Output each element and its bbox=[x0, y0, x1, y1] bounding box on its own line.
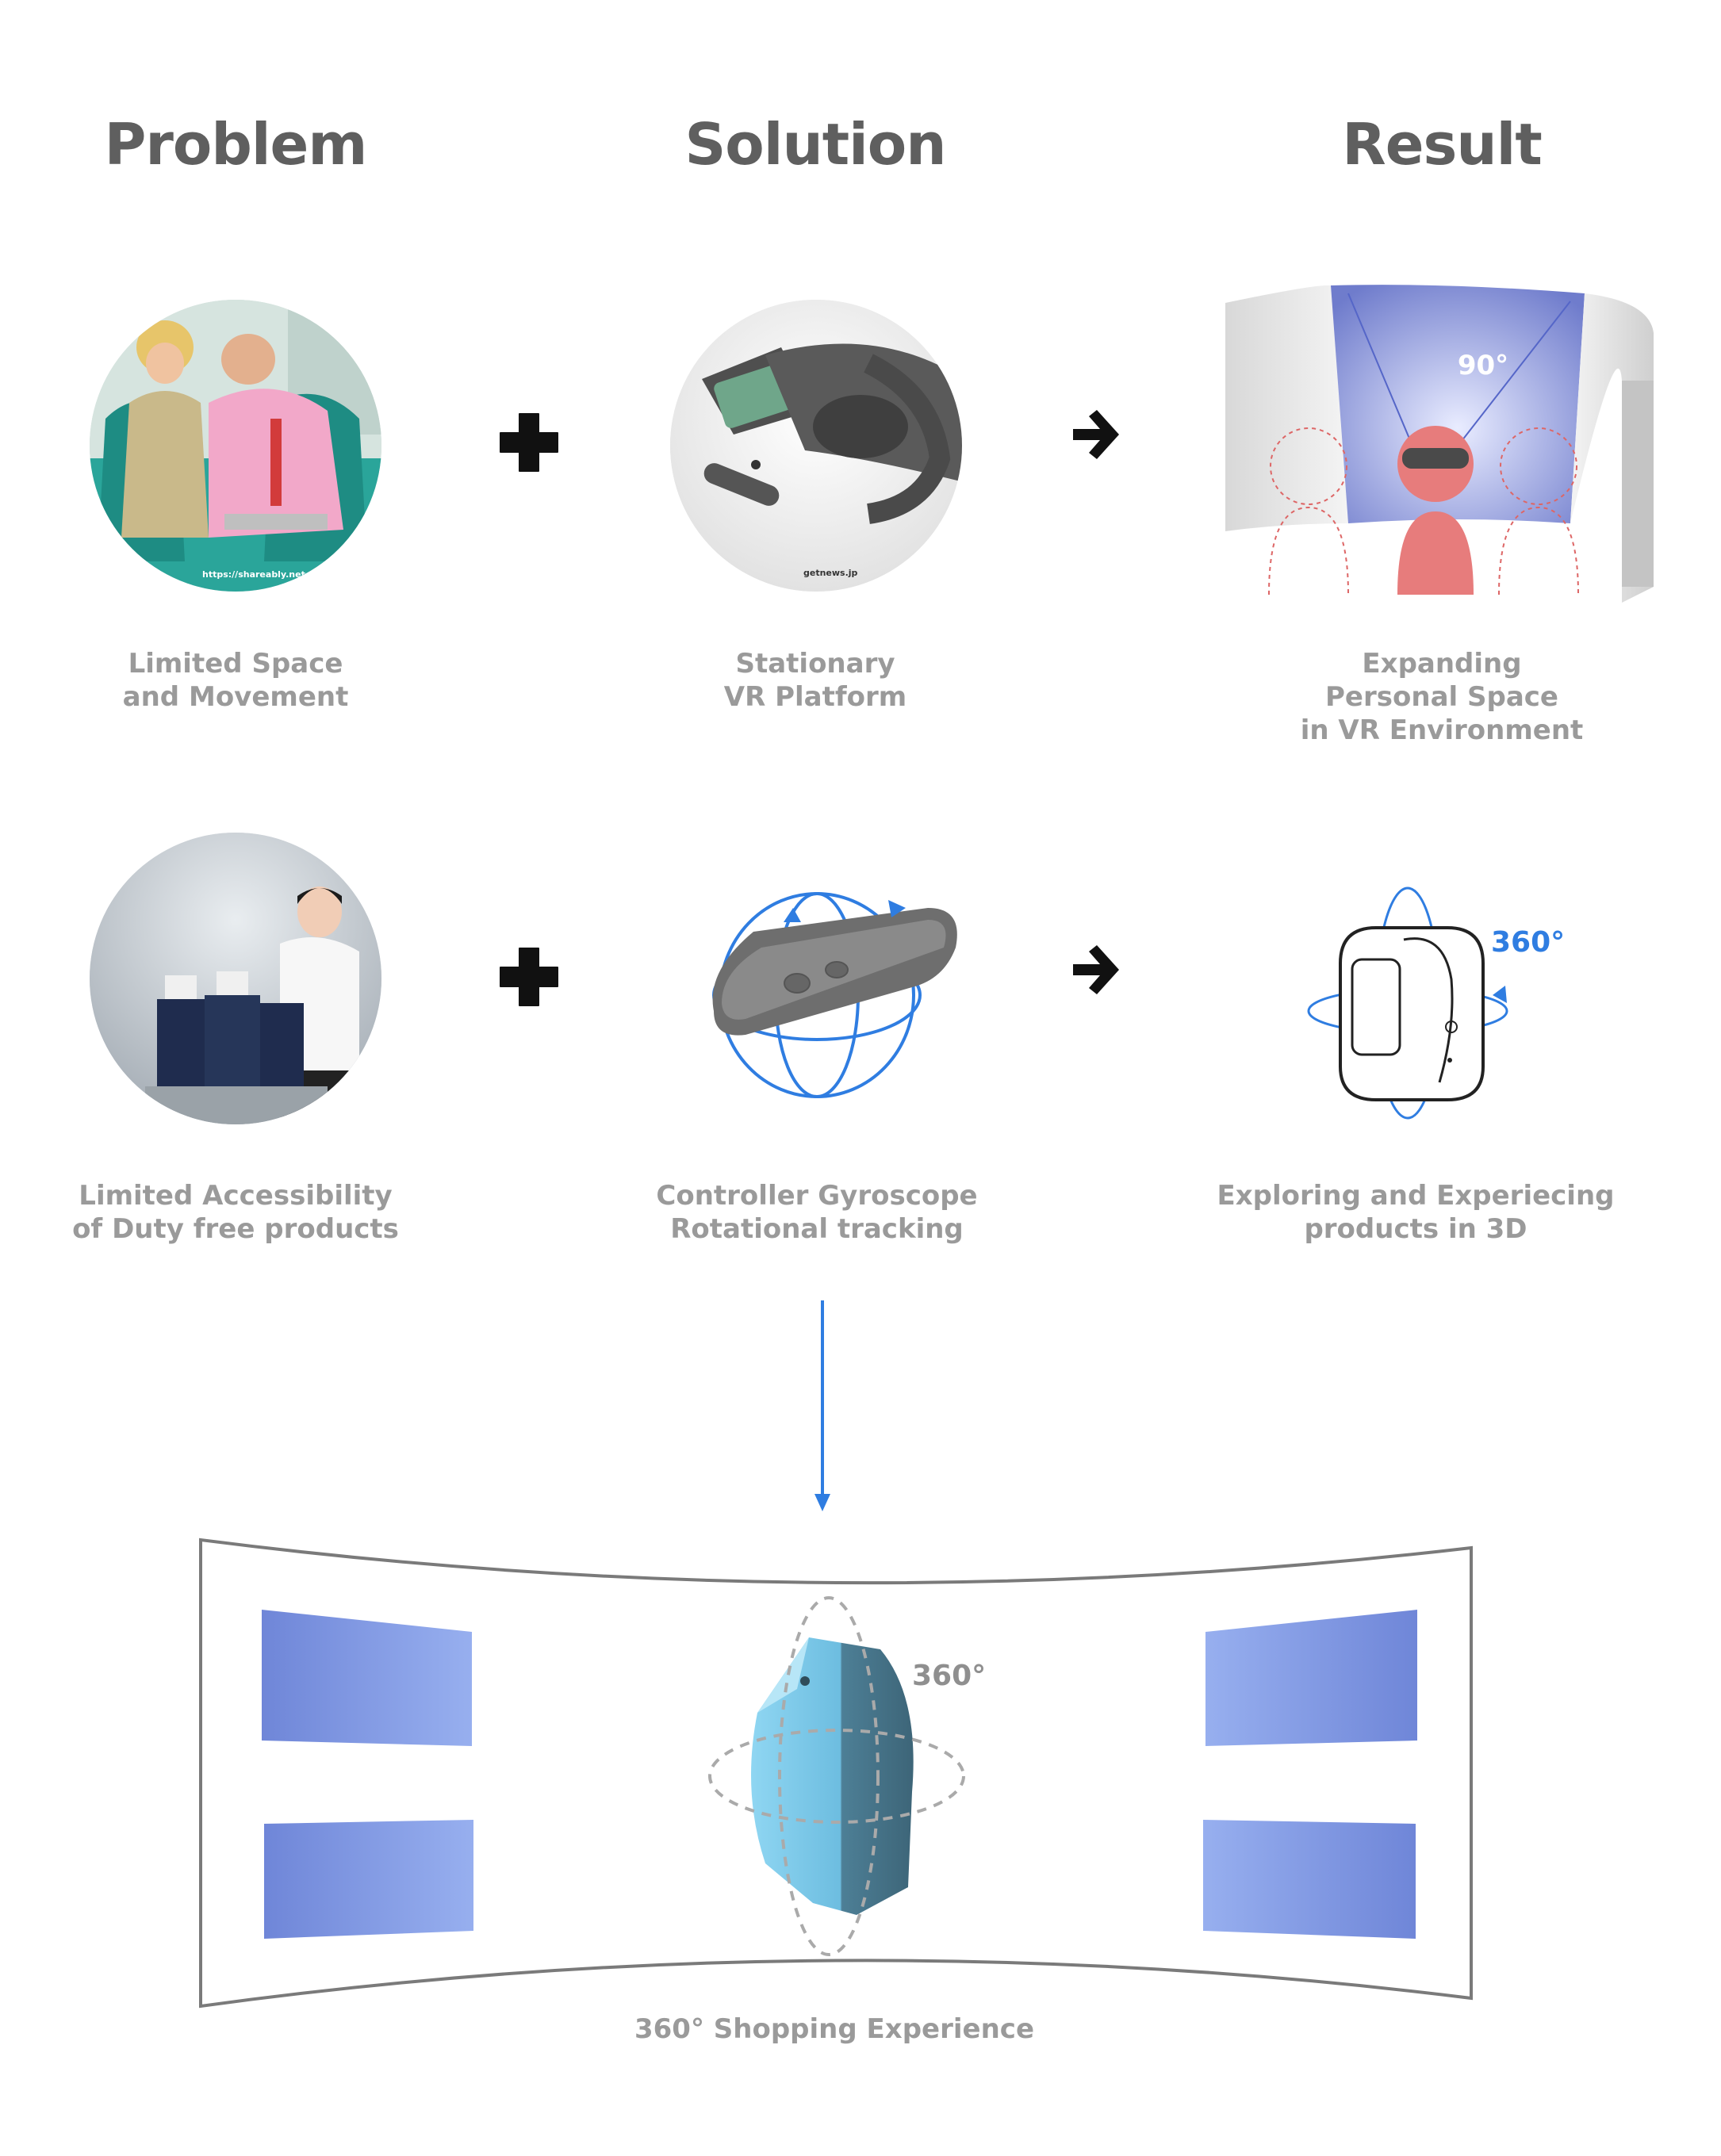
vr-headset-image: getnews.jp bbox=[670, 300, 962, 592]
plus-icon bbox=[500, 413, 558, 472]
shopping-experience-screen bbox=[199, 1538, 1473, 2009]
caption-expanding-space: Expanding Personal Space in VR Environme… bbox=[1300, 648, 1584, 746]
caption-stationary-vr: Stationary VR Platform bbox=[723, 648, 907, 713]
image-credit-shareably: https://shareably.net bbox=[202, 569, 305, 580]
caption-limited-space: Limited Space and Movement bbox=[122, 648, 349, 713]
caption-limited-accessibility: Limited Accessibility of Duty free produ… bbox=[72, 1180, 399, 1245]
header-problem: Problem bbox=[104, 111, 368, 178]
arrow-right-icon-2 bbox=[1073, 945, 1119, 994]
arrow-down-icon bbox=[815, 1300, 830, 1511]
arrow-right-icon bbox=[1073, 410, 1119, 459]
duty-free-attendant-image bbox=[90, 833, 381, 1124]
rotation-360-label: 360° bbox=[1491, 926, 1566, 959]
caption-controller-gyroscope: Controller Gyroscope Rotational tracking bbox=[656, 1180, 978, 1245]
caption-360-shopping: 360° Shopping Experience bbox=[634, 2013, 1035, 2045]
caption-exploring-3d: Exploring and Experiecing products in 3D bbox=[1217, 1180, 1615, 1245]
fov-90-label: 90° bbox=[1457, 350, 1509, 381]
image-credit-getnews: getnews.jp bbox=[803, 568, 858, 578]
header-solution: Solution bbox=[684, 111, 946, 178]
controller-gyroscope-diagram bbox=[712, 892, 957, 1098]
bottom-rotation-360-label: 360° bbox=[912, 1660, 987, 1692]
smartwatch-360-diagram bbox=[1307, 887, 1508, 1120]
personal-space-diagram bbox=[1225, 285, 1654, 603]
header-result: Result bbox=[1342, 111, 1542, 178]
airplane-passengers-image: https://shareably.net bbox=[90, 300, 381, 592]
plus-icon-2 bbox=[500, 948, 558, 1006]
